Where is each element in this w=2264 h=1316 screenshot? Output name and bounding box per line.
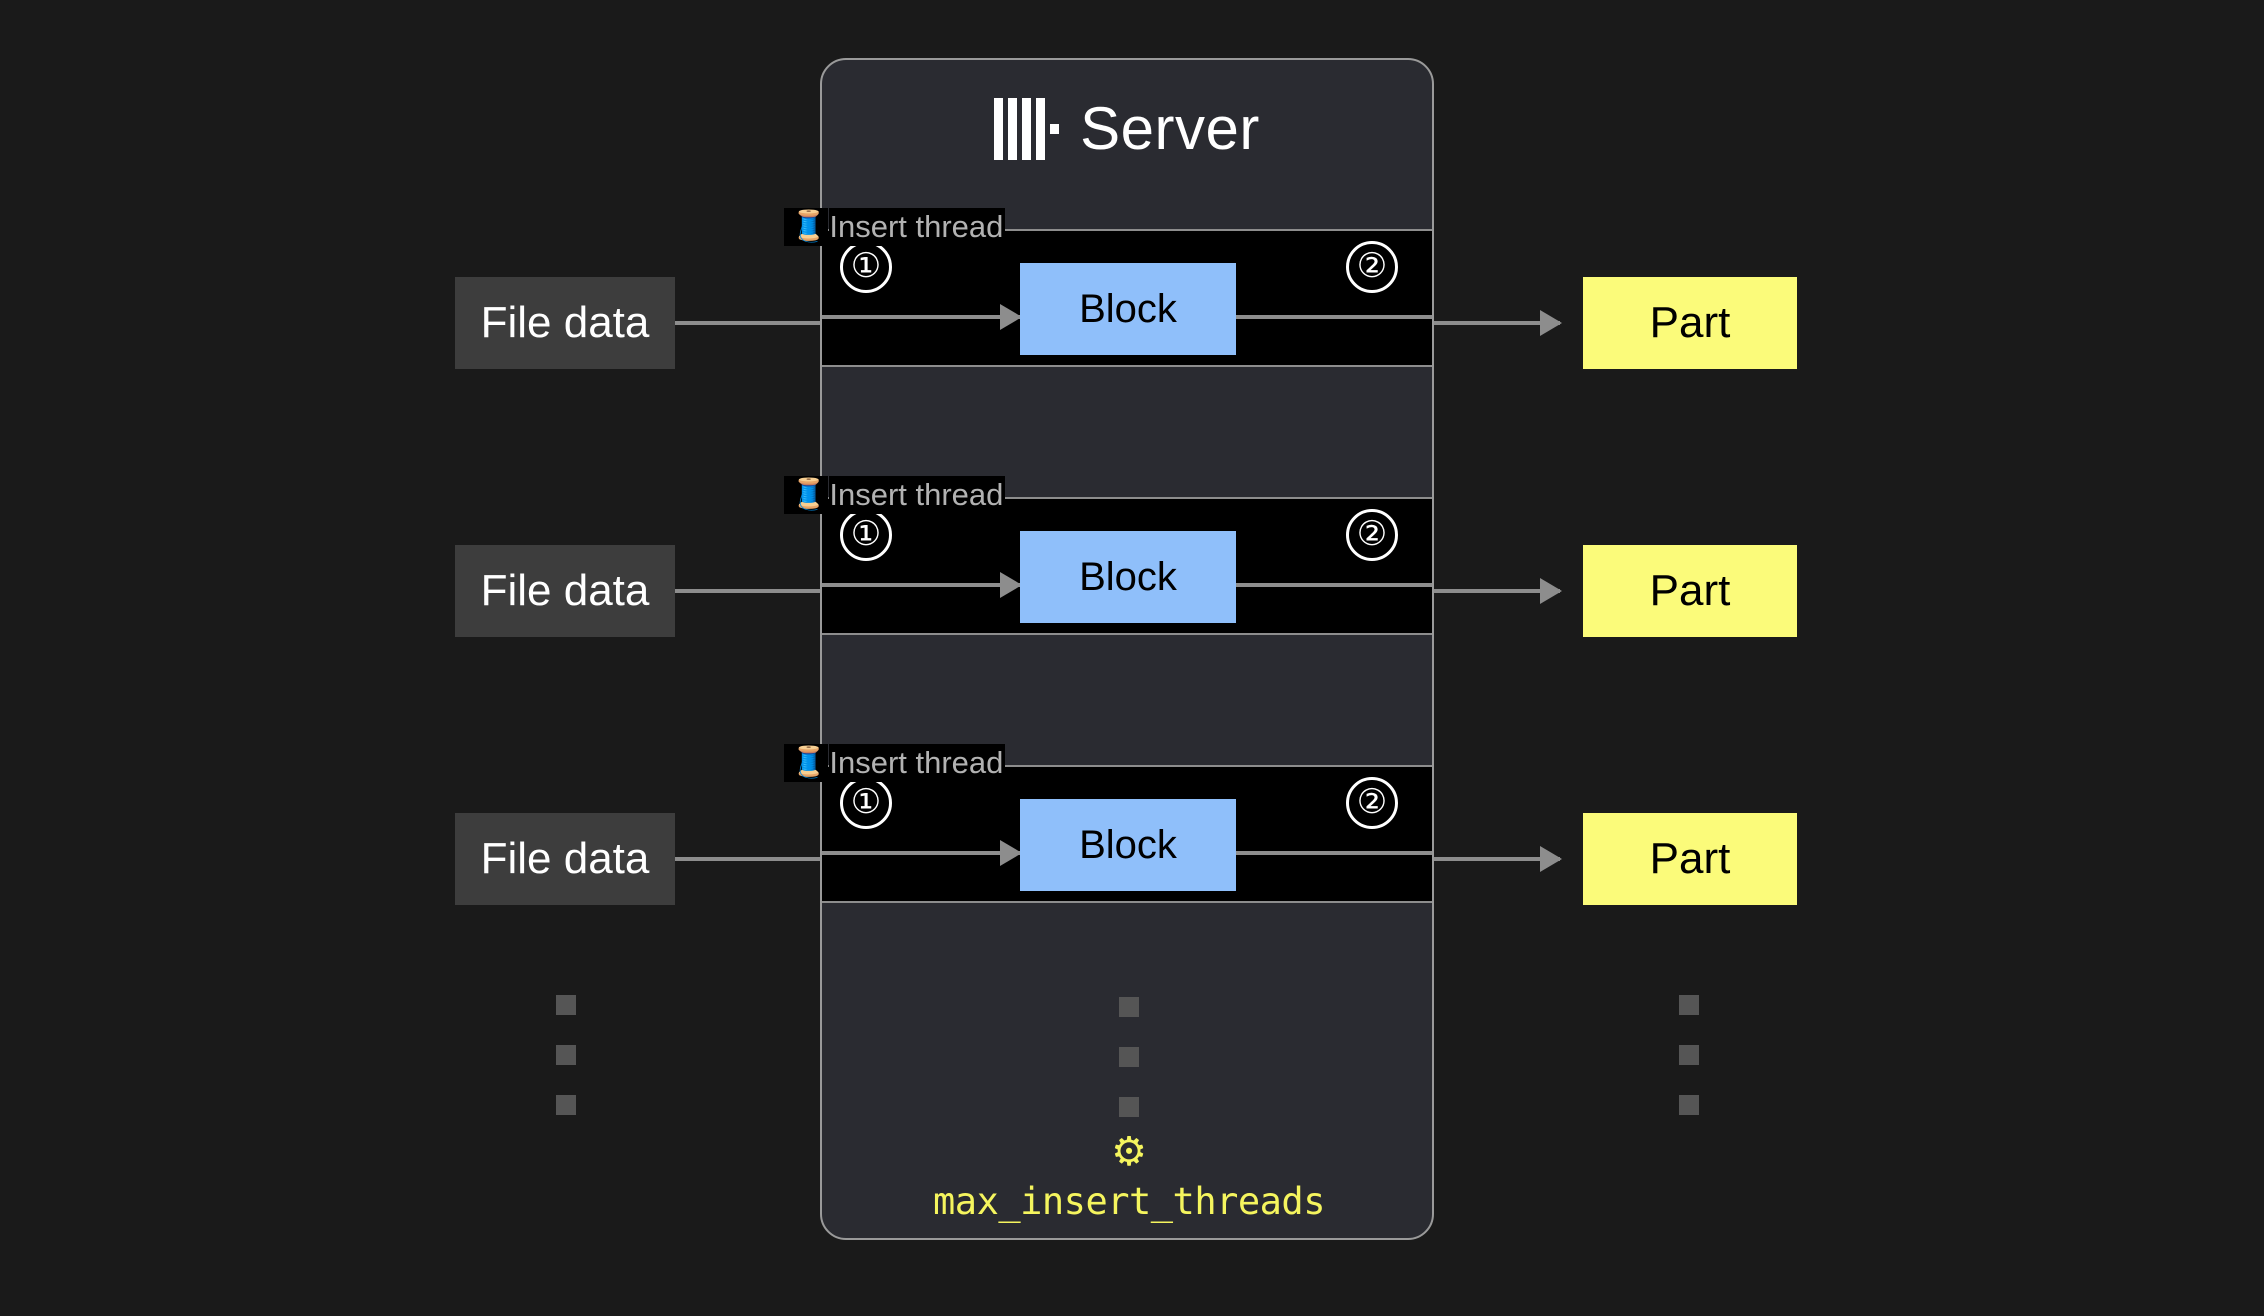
insert-thread-band-3: ① Block ② <box>822 765 1432 903</box>
label-backdrop <box>784 744 828 782</box>
insert-thread-label-1: 🧵 Insert thread <box>784 208 1006 246</box>
arrow-into-block-1 <box>822 304 1022 330</box>
label-backdrop <box>784 208 828 246</box>
step-number-out-2: ② <box>1346 509 1398 561</box>
insert-thread-label-3: 🧵 Insert thread <box>784 744 1006 782</box>
server-title-text: Server <box>1080 95 1260 162</box>
max-insert-threads-setting: ⚙ max_insert_threads <box>822 1130 1432 1223</box>
block-label: Block <box>1079 286 1177 331</box>
setting-name-label: max_insert_threads <box>933 1180 1325 1223</box>
arrow-into-block-3 <box>822 840 1022 866</box>
insert-thread-text: Insert thread <box>829 744 1006 782</box>
block-box-2: Block <box>1020 531 1236 623</box>
arrow-file-to-server-2 <box>675 589 825 593</box>
ellipsis-dot <box>1119 1097 1139 1117</box>
block-label: Block <box>1079 822 1177 867</box>
ellipsis-dot <box>556 995 576 1015</box>
ellipsis-dot <box>556 1095 576 1115</box>
insert-thread-band-2: ① Block ② <box>822 497 1432 635</box>
step-number-in-2: ① <box>840 509 892 561</box>
block-box-3: Block <box>1020 799 1236 891</box>
file-data-box-2: File data <box>455 545 675 637</box>
step-number-out-3: ② <box>1346 777 1398 829</box>
ellipsis-dot <box>1679 995 1699 1015</box>
part-label: Part <box>1649 298 1731 347</box>
step-number-out-1: ② <box>1346 241 1398 293</box>
thread-spool-icon: 🧵 <box>790 746 828 779</box>
gear-icon: ⚙ <box>1111 1130 1147 1174</box>
block-label: Block <box>1079 554 1177 599</box>
insert-thread-label-2: 🧵 Insert thread <box>784 476 1006 514</box>
insert-thread-band-1: ① Block ② <box>822 229 1432 367</box>
ellipsis-dots-left <box>556 995 576 1145</box>
server-title: Server <box>822 98 1432 160</box>
step-number-in-1: ① <box>840 241 892 293</box>
arrow-into-block-2 <box>822 572 1022 598</box>
thread-spool-icon: 🧵 <box>790 210 828 243</box>
part-box-3: Part <box>1583 813 1797 905</box>
part-box-2: Part <box>1583 545 1797 637</box>
thread-spool-icon: 🧵 <box>790 478 828 511</box>
part-box-1: Part <box>1583 277 1797 369</box>
arrow-out-of-block-2 <box>1236 583 1432 587</box>
part-label: Part <box>1649 834 1731 883</box>
ellipsis-dot <box>1119 1047 1139 1067</box>
ellipsis-dots-right <box>1679 995 1699 1145</box>
file-data-box-1: File data <box>455 277 675 369</box>
step-number-in-3: ① <box>840 777 892 829</box>
arrow-out-of-block-3 <box>1236 851 1432 855</box>
file-data-label: File data <box>480 298 650 347</box>
clickhouse-logo-icon <box>994 98 1062 160</box>
ellipsis-dot <box>1679 1095 1699 1115</box>
arrow-file-to-server-3 <box>675 857 825 861</box>
ellipsis-dots-center <box>1119 997 1139 1147</box>
arrow-file-to-server-1 <box>675 321 825 325</box>
arrow-out-of-block-1 <box>1236 315 1432 319</box>
file-data-box-3: File data <box>455 813 675 905</box>
arrow-server-to-part-3 <box>1432 846 1562 872</box>
arrow-server-to-part-2 <box>1432 578 1562 604</box>
label-backdrop <box>784 476 828 514</box>
block-box-1: Block <box>1020 263 1236 355</box>
ellipsis-dot <box>1119 997 1139 1017</box>
insert-thread-text: Insert thread <box>829 208 1006 246</box>
part-label: Part <box>1649 566 1731 615</box>
ellipsis-dot <box>1679 1045 1699 1065</box>
file-data-label: File data <box>480 566 650 615</box>
insert-thread-text: Insert thread <box>829 476 1006 514</box>
server-panel: Server ① Block ② ① Block ② ① <box>820 58 1434 1240</box>
file-data-label: File data <box>480 834 650 883</box>
arrow-server-to-part-1 <box>1432 310 1562 336</box>
ellipsis-dot <box>556 1045 576 1065</box>
